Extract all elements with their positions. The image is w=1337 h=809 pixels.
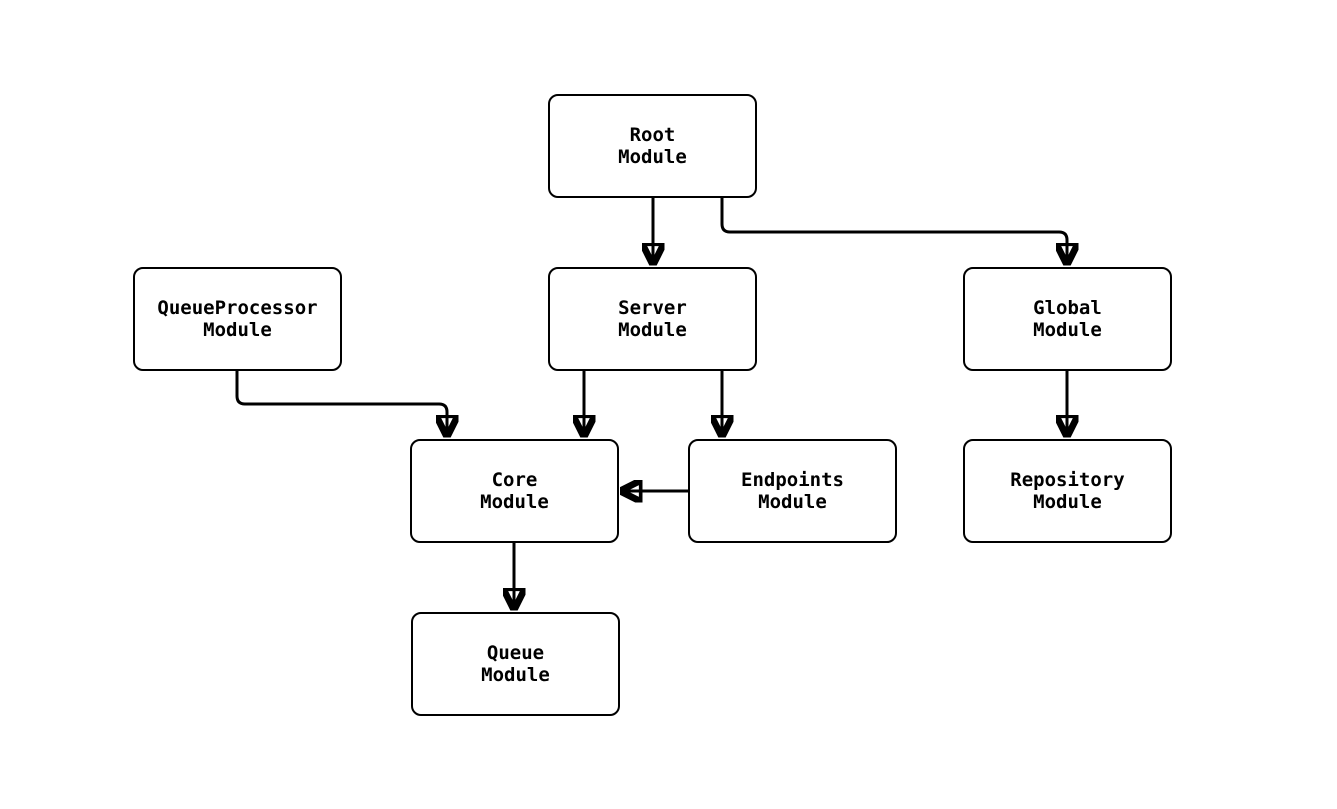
node-label-line: Module	[758, 491, 827, 513]
node-label-line: Module	[1033, 491, 1102, 513]
node-label-line: Global	[1033, 297, 1102, 319]
node-endpoints-module: Endpoints Module	[688, 439, 897, 543]
node-label-line: Module	[203, 319, 272, 341]
node-label-line: Module	[481, 664, 550, 686]
node-label-line: Module	[480, 491, 549, 513]
node-label-line: Server	[618, 297, 687, 319]
node-queue-module: Queue Module	[411, 612, 620, 716]
node-core-module: Core Module	[410, 439, 619, 543]
node-repository-module: Repository Module	[963, 439, 1172, 543]
node-label-line: Root	[629, 124, 676, 146]
node-queueprocessor-module: QueueProcessor Module	[133, 267, 342, 371]
edge-queueprocessor-to-core	[235, 371, 447, 435]
node-label-line: QueueProcessor	[157, 297, 318, 319]
node-global-module: Global Module	[963, 267, 1172, 371]
node-label-line: Endpoints	[741, 469, 844, 491]
node-root-module: Root Module	[548, 94, 757, 198]
node-label-line: Module	[1033, 319, 1102, 341]
node-label-line: Module	[618, 146, 687, 168]
edge-root-to-global	[720, 198, 1067, 263]
node-label-line: Queue	[486, 642, 545, 664]
node-label-line: Module	[618, 319, 687, 341]
node-label-line: Core	[491, 469, 538, 491]
node-server-module: Server Module	[548, 267, 757, 371]
node-label-line: Repository	[1010, 469, 1125, 491]
